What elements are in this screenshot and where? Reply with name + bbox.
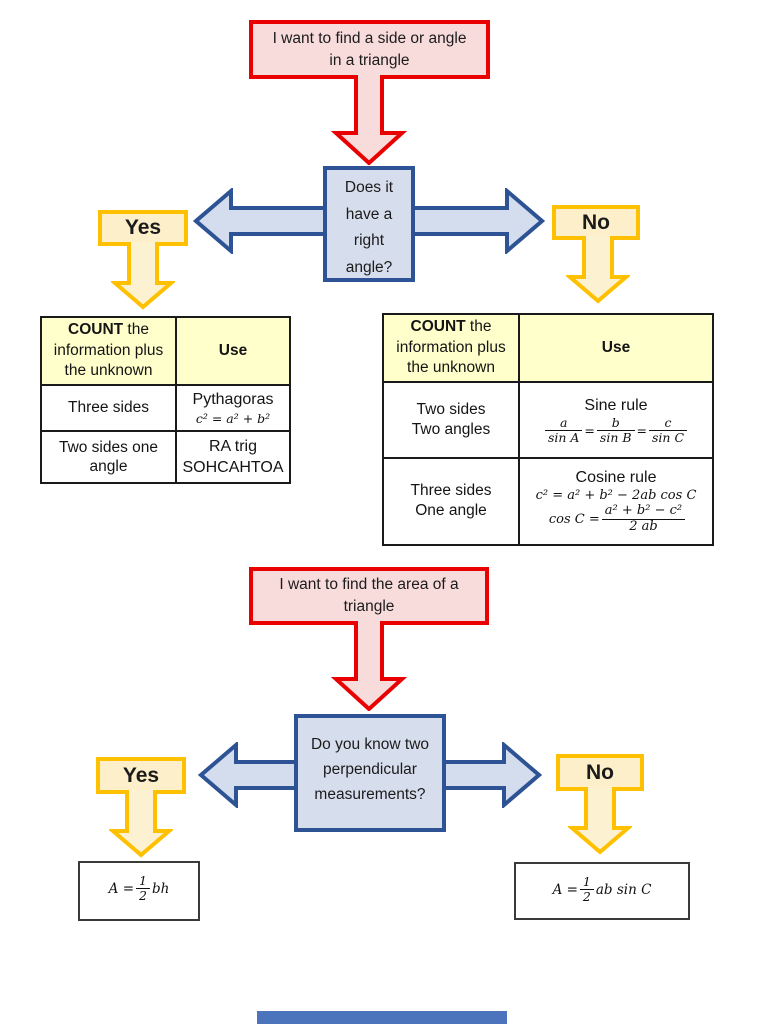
half-num: 1 — [136, 874, 150, 889]
flow1-no-arrow-icon — [566, 236, 630, 304]
count-header-bold: COUNT — [68, 321, 124, 339]
cosine-num: a² + b² − c² — [601, 504, 686, 520]
flow2-start-box: I want to find the area of a triangle — [249, 567, 489, 625]
table-row: Two sides one angle RA trig SOHCAHTOA — [40, 430, 291, 484]
flow2-yes-arrow-icon — [109, 790, 173, 858]
three-sides-cell: Three sides — [40, 384, 177, 432]
table-row: COUNT the information plus the unknown U… — [382, 313, 714, 383]
area-lhs: A = — [108, 880, 135, 897]
ra-trig-line2: SOHCAHTOA — [182, 459, 284, 476]
table-row: Three sides One angle Cosine rule c² = a… — [382, 456, 714, 546]
flow2-no-arrow-icon — [568, 787, 632, 855]
table-row: COUNT the information plus the unknown U… — [40, 316, 291, 386]
sine-num3: c — [649, 415, 688, 431]
cosine-den: 2 ab — [629, 519, 658, 534]
cosine-rule-title: Cosine rule — [575, 469, 657, 487]
flow2-decision-line3: measurements? — [314, 786, 426, 803]
area-rhs: ab sin C — [595, 881, 652, 898]
flow1-start-line2: in a triangle — [329, 51, 410, 69]
flow1-start-box: I want to find a side or angle in a tria… — [249, 20, 490, 79]
sine-rule-title: Sine rule — [584, 396, 648, 414]
cell-line1: Three sides — [410, 482, 492, 499]
flow2-no-box: No — [556, 754, 644, 791]
equals: = — [636, 422, 648, 438]
count-header-cell: COUNT the information plus the unknown — [382, 313, 520, 383]
flow1-no-box: No — [552, 205, 640, 240]
flow2-decision-box: Do you know two perpendicular measuremen… — [294, 714, 446, 832]
count-header-rest: the information plus the unknown — [396, 318, 506, 376]
flow2-left-arrow-icon — [198, 742, 298, 808]
flow2-start-line2: triangle — [343, 598, 395, 615]
equals: = — [584, 422, 595, 438]
flow1-no-label: No — [582, 210, 610, 234]
flow2-yes-label: Yes — [122, 763, 160, 787]
pythagoras-title: Pythagoras — [192, 390, 274, 408]
two-sides-one-angle-cell: Two sides one angle — [40, 430, 177, 484]
cell-line1: Two sides — [416, 400, 486, 418]
cosine-rule-cell: Cosine rule c² = a² + b² − 2ab cos C cos… — [518, 456, 714, 546]
flow1-start-line1: I want to find a side or angle — [272, 29, 467, 47]
flow2-decision-line2: perpendicular — [323, 761, 417, 778]
half-den: 2 — [139, 888, 147, 903]
table-row: Three sides Pythagoras c² = a² + b² — [40, 384, 291, 432]
area-rhs: bh — [151, 880, 170, 897]
two-sides-two-angles-cell: Two sides Two angles — [382, 380, 520, 459]
sine-den2: sin B — [599, 429, 632, 445]
ra-trig-line1: RA trig — [208, 438, 257, 455]
flow1-down-arrow-icon — [329, 75, 409, 165]
next-page-box-edge — [257, 1011, 507, 1024]
cosine-lhs: cos C = — [548, 512, 600, 527]
flow1-yes-label: Yes — [124, 216, 162, 239]
sine-num1: a — [544, 415, 583, 431]
flow1-yes-box: Yes — [98, 210, 188, 246]
flow2-start-line1: I want to find the area of a — [279, 576, 459, 593]
flow2-down-arrow-icon — [329, 621, 409, 711]
half-den: 2 — [582, 889, 591, 904]
flow1-yes-table: COUNT the information plus the unknown U… — [40, 316, 291, 484]
flow1-decision-line1: Does it — [344, 179, 394, 196]
flow2-decision-line1: Do you know two — [310, 736, 430, 753]
flow1-decision-line3: right — [353, 232, 385, 249]
sine-den1: sin A — [547, 429, 580, 445]
sine-num2: b — [596, 415, 635, 431]
cell-line2: Two angles — [411, 420, 491, 438]
flow1-no-table: COUNT the information plus the unknown U… — [382, 313, 714, 546]
flow2-yes-box: Yes — [96, 757, 186, 794]
count-header-bold: COUNT — [410, 318, 466, 335]
flow1-decision-line4: angle? — [345, 258, 393, 276]
flow2-right-arrow-icon — [442, 742, 542, 808]
cell-line2: One angle — [415, 502, 487, 519]
three-sides-one-angle-cell: Three sides One angle — [382, 456, 520, 546]
flow1-left-arrow-icon — [193, 188, 325, 254]
sine-den3: sin C — [652, 429, 685, 445]
ra-trig-cell: RA trig SOHCAHTOA — [175, 430, 291, 484]
use-header-cell: Use — [518, 313, 714, 383]
half-num: 1 — [579, 875, 594, 890]
flow1-decision-line2: have a — [345, 205, 393, 223]
cosine-formula1: c² = a² + b² − 2ab cos C — [535, 488, 697, 504]
use-header-cell: Use — [175, 316, 291, 386]
pythagoras-cell: Pythagoras c² = a² + b² — [175, 384, 291, 432]
area-lhs: A = — [552, 881, 578, 898]
count-header-cell: COUNT the information plus the unknown — [40, 316, 177, 386]
flow2-no-label: No — [586, 760, 614, 784]
pythagoras-formula: c² = a² + b² — [195, 410, 271, 426]
count-header-rest: the information plus the unknown — [53, 321, 164, 380]
flow1-right-arrow-icon — [413, 188, 545, 254]
flow1-yes-arrow-icon — [111, 242, 175, 310]
flow1-decision-box: Does it have a right angle? — [323, 166, 415, 282]
